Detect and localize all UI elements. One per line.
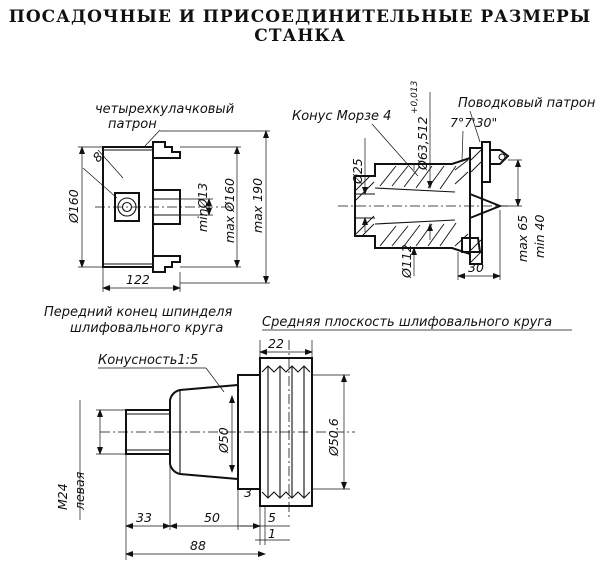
- dim-d63: Ø63,512: [415, 116, 430, 171]
- spindle-view: Передний конец шпинделя шлифовального кр…: [44, 305, 572, 560]
- dim-3: 3: [244, 485, 252, 500]
- upper-jaw: [152, 141, 181, 159]
- dim-1: 1: [268, 526, 276, 541]
- dim-5: 5: [268, 510, 276, 525]
- taper-label: Конусность1:5: [98, 353, 198, 368]
- chuck-label-line1: четырехкулачковый: [95, 102, 234, 117]
- dim-122: 122: [126, 272, 150, 287]
- driver-plate: [469, 147, 483, 265]
- front-label-line2: шлифовального круга: [70, 321, 223, 336]
- dim-30: 30: [468, 260, 484, 275]
- dim-88: 88: [190, 538, 206, 553]
- dim-d50-6: Ø50.6: [326, 418, 341, 457]
- dim-d50: Ø50: [216, 427, 231, 454]
- front-label-line1: Передний конец шпинделя: [44, 305, 232, 320]
- chuck-label-line2: патрон: [108, 117, 157, 132]
- dim-min40: min 40: [532, 215, 547, 258]
- dim-max190: max 190: [250, 178, 265, 233]
- dim-22: 22: [268, 336, 284, 351]
- dim-50: 50: [204, 510, 220, 525]
- dim-left: левая: [72, 471, 87, 511]
- dim-d25: Ø25: [350, 158, 365, 185]
- dim-m24: M24: [55, 483, 70, 510]
- title-line-1: ПОСАДОЧНЫЕ И ПРИСОЕДИНИТЕЛЬНЫЕ РАЗМЕРЫ: [8, 7, 592, 27]
- dim-min13: minØ13: [195, 183, 210, 232]
- driver-dog: [490, 149, 510, 165]
- dim-max160: max Ø160: [222, 178, 237, 243]
- driver-view: Конус Морзе 4 Поводковый патрон 7°7'30" …: [292, 80, 596, 280]
- dim-33: 33: [136, 510, 152, 525]
- wheel-flange: [259, 357, 313, 507]
- morse-label: Конус Морзе 4: [292, 109, 391, 124]
- midplane-label: Средняя плоскость шлифовального круга: [262, 315, 552, 330]
- dim-d160: Ø160: [66, 189, 81, 224]
- lower-jaw: [152, 255, 181, 273]
- dim-max65: max 65: [515, 215, 530, 262]
- dim-angle: 7°7'30": [450, 115, 497, 130]
- driver-label: Поводковый патрон: [458, 96, 596, 111]
- dim-d112: Ø112: [399, 244, 414, 279]
- chuck-view: четырехкулачковый патрон Ø160 8 minØ13 m…: [66, 102, 270, 292]
- dim-tolerance: +0,013: [410, 80, 420, 114]
- title-line-2: СТАНКА: [254, 26, 346, 46]
